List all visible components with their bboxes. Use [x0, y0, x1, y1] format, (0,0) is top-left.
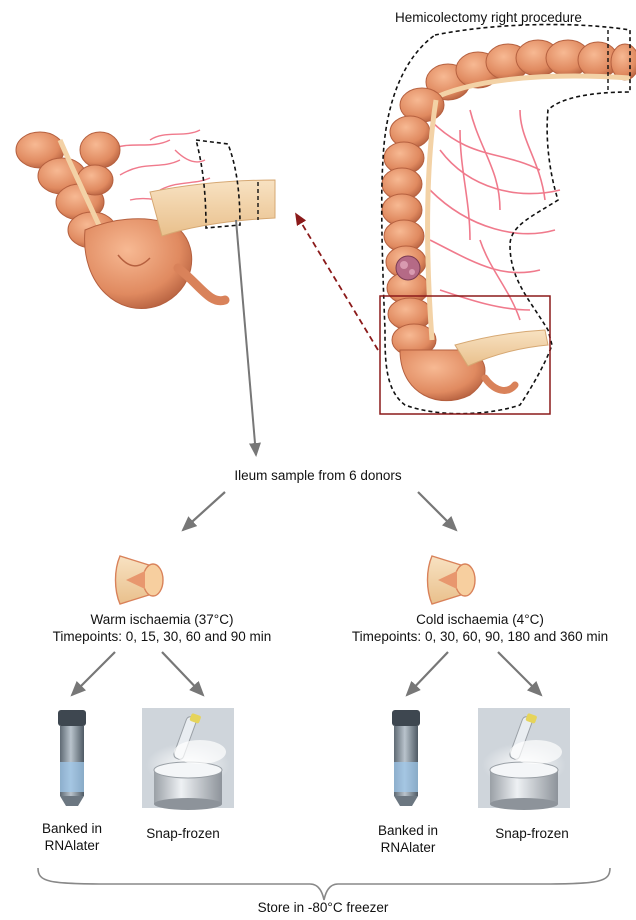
cold-timepoints-label: Timepoints: 0, 30, 60, 90, 180 and 360 m… [352, 629, 608, 645]
warm-ischaemia-label: Warm ischaemia (37°C) [91, 612, 234, 628]
arrow-warm-snap [162, 652, 203, 695]
warm-banked-line2: RNAlater [40, 837, 104, 854]
storage-label: Store in -80°C freezer [258, 900, 389, 916]
arrow-cold-snap [498, 652, 541, 695]
colon-illustration [382, 25, 636, 414]
warm-banked-label: Banked in RNAlater [40, 820, 104, 854]
cold-banked-line2: RNAlater [376, 839, 440, 856]
cold-snap-freeze-dewar [478, 708, 570, 810]
arrow-to-cold [418, 492, 456, 530]
sample-source-label: Ileum sample from 6 donors [234, 468, 401, 484]
warm-snap-freeze-dewar [142, 708, 234, 810]
procedure-title: Hemicolectomy right procedure [395, 10, 582, 26]
cold-banked-line1: Banked in [376, 822, 440, 839]
zoom-arrow [296, 214, 378, 350]
arrow-to-warm [183, 492, 225, 530]
cold-ileum-piece [428, 556, 476, 604]
arrow-cold-banked [407, 652, 448, 695]
storage-brace [38, 868, 610, 900]
cold-snap-frozen-label: Snap-frozen [495, 826, 569, 842]
cold-banked-label: Banked in RNAlater [376, 822, 440, 856]
ileocaecal-zoom-illustration [16, 130, 275, 308]
cold-ischaemia-label: Cold ischaemia (4°C) [416, 612, 544, 628]
sample-arrow [236, 220, 256, 455]
warm-banked-line1: Banked in [40, 820, 104, 837]
warm-timepoints-label: Timepoints: 0, 15, 30, 60 and 90 min [53, 629, 272, 645]
cold-rnalater-tube [392, 710, 420, 806]
warm-ileum-piece [116, 556, 164, 604]
arrow-warm-banked [72, 652, 115, 695]
warm-snap-frozen-label: Snap-frozen [146, 826, 220, 842]
warm-rnalater-tube [58, 710, 86, 806]
